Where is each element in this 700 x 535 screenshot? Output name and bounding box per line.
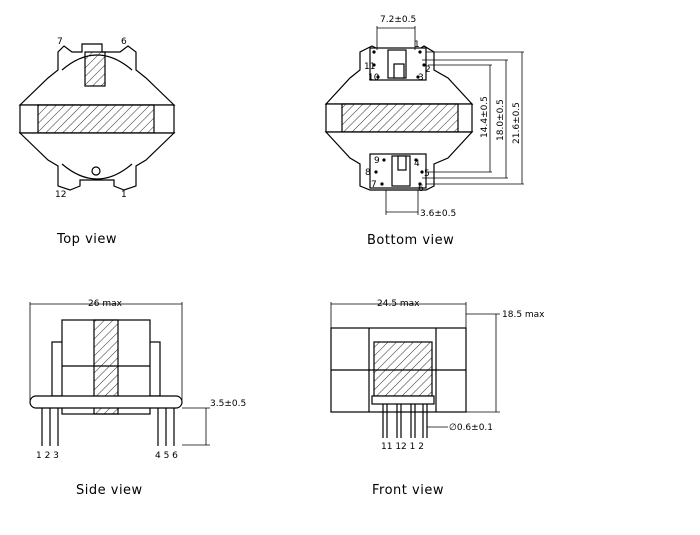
bottom-pin-5: 5 — [424, 169, 430, 179]
dim-pin-pitch: 3.6±0.5 — [420, 209, 456, 219]
bottom-pin-1: 1 — [414, 40, 420, 50]
dim-height-14-4: 14.4±0.5 — [480, 96, 490, 138]
top-pin-7: 7 — [57, 37, 63, 47]
bottom-pin-2: 2 — [425, 65, 431, 75]
dim-pin-span-top: 7.2±0.5 — [380, 15, 416, 25]
front-dim-pin-diameter: ∅0.6±0.1 — [449, 423, 493, 433]
bottom-pin-11: 11 — [364, 62, 375, 72]
bottom-pin-9: 9 — [374, 156, 380, 166]
bottom-view-caption: Bottom view — [367, 233, 454, 248]
top-view-caption: Top view — [56, 232, 117, 247]
top-pin-6: 6 — [121, 37, 127, 47]
bottom-pin-7: 7 — [371, 180, 377, 190]
bottom-pin-3: 3 — [418, 73, 424, 83]
side-pins-left: 1 2 3 — [36, 451, 59, 461]
front-dim-width: 24.5 max — [377, 299, 420, 309]
top-pin-12: 12 — [55, 190, 66, 200]
side-dim-width: 26 max — [88, 299, 123, 309]
dim-height-18-0: 18.0±0.5 — [496, 99, 506, 141]
bottom-pin-4: 4 — [414, 159, 420, 169]
side-pins-right: 4 5 6 — [155, 451, 178, 461]
front-view-caption: Front view — [372, 483, 444, 498]
bottom-view: 1 2 3 10 11 9 8 7 4 5 6 7.2±0.5 3.6±0.5 … — [324, 15, 524, 248]
top-view: 7 6 12 1 Top view — [18, 37, 176, 247]
front-dim-height: 18.5 max — [502, 310, 545, 320]
bottom-pin-6: 6 — [418, 184, 424, 194]
bottom-pin-10: 10 — [368, 73, 380, 83]
front-pins: 11 12 1 2 — [381, 442, 424, 452]
bottom-pin-8: 8 — [365, 168, 371, 178]
side-view: 26 max 1 2 3 4 5 6 3.5±0.5 Side view — [29, 299, 246, 498]
front-view: 24.5 max 11 12 1 2 ∅0.6±0.1 18.5 max Fro… — [330, 299, 545, 498]
side-view-caption: Side view — [76, 483, 143, 498]
top-pin-1: 1 — [121, 190, 127, 200]
dim-height-21-6: 21.6±0.5 — [512, 102, 522, 144]
side-dim-pin-length: 3.5±0.5 — [210, 399, 246, 409]
